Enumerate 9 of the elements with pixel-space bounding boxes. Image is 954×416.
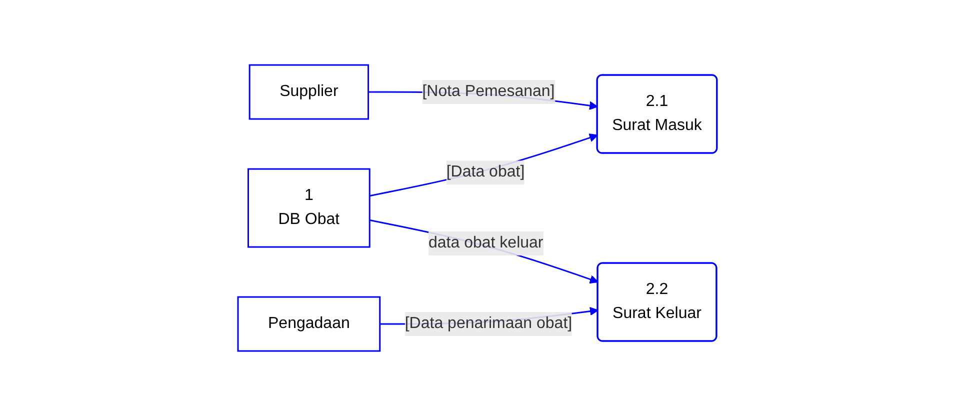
arrow [369, 219, 598, 284]
edge-label: [Data penarimaan obat] [404, 315, 572, 332]
arrow [369, 134, 598, 197]
node-box: Supplier [248, 64, 369, 120]
node-box: Pengadaan [236, 296, 380, 352]
edge-label: data obat keluar [428, 234, 543, 252]
node-box: 1 DB Obat [247, 168, 370, 248]
edge-label: [Data obat] [446, 164, 524, 181]
edge-label: [Nota Pemesanan] [422, 83, 554, 100]
